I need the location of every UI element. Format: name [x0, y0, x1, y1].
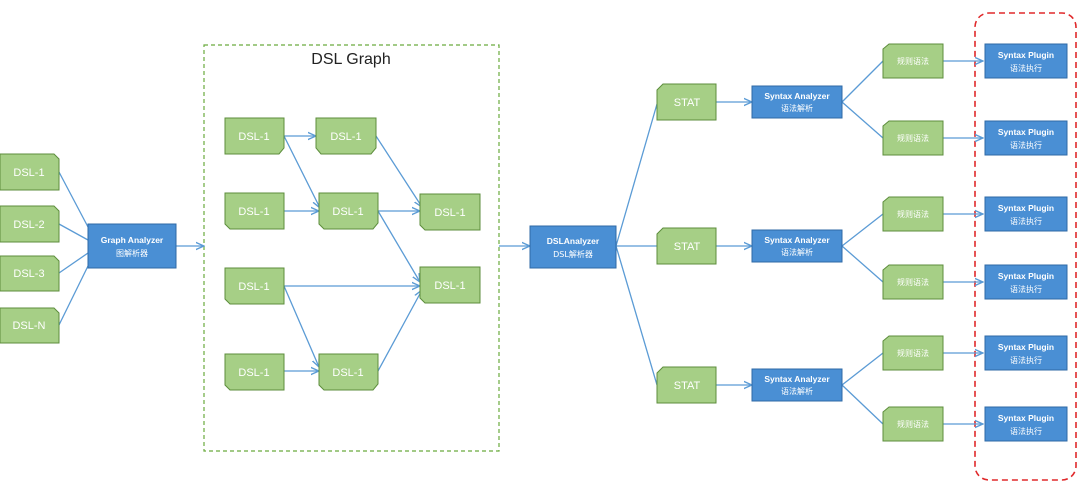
stat-label: STAT	[674, 97, 701, 109]
syntax-plugin-subtitle: 语法执行	[1010, 355, 1042, 365]
syntax-plugin-node: Syntax Plugin 语法执行	[984, 196, 1068, 232]
dsl-graph-title: DSL Graph	[311, 51, 390, 68]
input-node-label: DSL-1	[13, 167, 44, 179]
syntax-analyzer-subtitle: 语法解析	[781, 247, 813, 257]
graph-node-label: DSL-1	[434, 207, 465, 219]
graph-analyzer-title: Graph Analyzer	[101, 235, 164, 245]
edge	[377, 210, 420, 282]
syntax-plugin-subtitle: 语法执行	[1010, 140, 1042, 150]
syntax-plugin-title: Syntax Plugin	[998, 342, 1054, 352]
input-node: DSL-1	[0, 153, 60, 191]
graph-node-label: DSL-1	[434, 280, 465, 292]
edge	[377, 290, 422, 372]
syntax-plugin-subtitle: 语法执行	[1010, 216, 1042, 226]
graph-node: DSL-1	[318, 192, 379, 230]
syntax-analyzer-node: Syntax Analyzer 语法解析	[751, 368, 843, 402]
input-node: DSL-2	[0, 205, 60, 243]
syntax-analyzer-node: Syntax Analyzer 语法解析	[751, 229, 843, 263]
syntax-analyzer-title: Syntax Analyzer	[764, 235, 830, 245]
graph-node: DSL-1	[224, 267, 285, 305]
syntax-analyzer-node: Syntax Analyzer 语法解析	[751, 85, 843, 119]
edge	[283, 135, 320, 208]
edge	[58, 171, 89, 228]
edge	[58, 223, 89, 241]
graph-node: DSL-1	[419, 266, 481, 304]
input-node-label: DSL-3	[13, 268, 44, 280]
rule-label: 规则语法	[897, 277, 929, 287]
syntax-plugin-node: Syntax Plugin 语法执行	[984, 264, 1068, 300]
stat-node: STAT	[656, 366, 717, 404]
graph-node: DSL-1	[224, 192, 285, 230]
rule-node: 规则语法	[882, 196, 944, 232]
rule-label: 规则语法	[897, 348, 929, 358]
graph-analyzer-subtitle: 图解析器	[116, 248, 148, 258]
graph-node: DSL-1	[224, 117, 285, 155]
input-node-label: DSL-N	[12, 320, 45, 332]
stat-label: STAT	[674, 241, 701, 253]
rule-node: 规则语法	[882, 120, 944, 156]
edge	[841, 245, 884, 283]
dsl-analyzer-node: DSLAnalyzer DSL解析器	[529, 225, 617, 269]
graph-node-label: DSL-1	[330, 131, 361, 143]
rule-label: 规则语法	[897, 419, 929, 429]
graph-node-label: DSL-1	[238, 206, 269, 218]
edge	[615, 245, 658, 386]
graph-node-label: DSL-1	[332, 206, 363, 218]
syntax-plugin-subtitle: 语法执行	[1010, 426, 1042, 436]
syntax-plugin-title: Syntax Plugin	[998, 50, 1054, 60]
input-node-label: DSL-2	[13, 219, 44, 231]
edge	[841, 101, 884, 139]
edge	[58, 252, 89, 274]
rule-node: 规则语法	[882, 335, 944, 371]
syntax-plugin-node: Syntax Plugin 语法执行	[984, 43, 1068, 79]
graph-node: DSL-1	[318, 353, 379, 391]
syntax-analyzer-subtitle: 语法解析	[781, 103, 813, 113]
syntax-plugin-title: Syntax Plugin	[998, 127, 1054, 137]
syntax-analyzer-title: Syntax Analyzer	[764, 374, 830, 384]
syntax-plugin-subtitle: 语法执行	[1010, 284, 1042, 294]
graph-node-label: DSL-1	[238, 281, 269, 293]
stat-label: STAT	[674, 380, 701, 392]
edges	[58, 60, 983, 425]
graph-node: DSL-1	[315, 117, 377, 155]
graph-node-label: DSL-1	[332, 367, 363, 379]
edge	[283, 285, 319, 367]
edge	[841, 60, 884, 103]
syntax-plugin-title: Syntax Plugin	[998, 413, 1054, 423]
plugin-group-frame	[974, 12, 1077, 481]
edge	[375, 135, 422, 207]
rule-node: 规则语法	[882, 43, 944, 79]
syntax-plugin-node: Syntax Plugin 语法执行	[984, 335, 1068, 371]
syntax-plugin-subtitle: 语法执行	[1010, 63, 1042, 73]
syntax-analyzer-title: Syntax Analyzer	[764, 91, 830, 101]
edge	[841, 384, 884, 425]
dsl-analyzer-title: DSLAnalyzer	[547, 236, 600, 246]
edge	[58, 265, 89, 326]
dsl-analyzer-subtitle: DSL解析器	[553, 249, 593, 259]
rule-label: 规则语法	[897, 209, 929, 219]
graph-node-label: DSL-1	[238, 131, 269, 143]
stat-node: STAT	[656, 227, 717, 265]
edge	[841, 352, 884, 386]
graph-node: DSL-1	[419, 193, 481, 231]
rule-label: 规则语法	[897, 56, 929, 66]
input-node: DSL-N	[0, 307, 60, 344]
syntax-plugin-title: Syntax Plugin	[998, 271, 1054, 281]
syntax-plugin-node: Syntax Plugin 语法执行	[984, 406, 1068, 442]
graph-node-label: DSL-1	[238, 367, 269, 379]
syntax-analyzer-subtitle: 语法解析	[781, 386, 813, 396]
stat-node: STAT	[656, 83, 717, 121]
edge	[615, 103, 658, 247]
edge	[841, 213, 884, 247]
graph-node: DSL-1	[224, 353, 285, 391]
input-node: DSL-3	[0, 255, 60, 292]
graph-analyzer-node: Graph Analyzer 图解析器	[87, 223, 177, 269]
rule-node: 规则语法	[882, 264, 944, 300]
rule-node: 规则语法	[882, 406, 944, 442]
rule-label: 规则语法	[897, 133, 929, 143]
syntax-plugin-node: Syntax Plugin 语法执行	[984, 120, 1068, 156]
syntax-plugin-title: Syntax Plugin	[998, 203, 1054, 213]
